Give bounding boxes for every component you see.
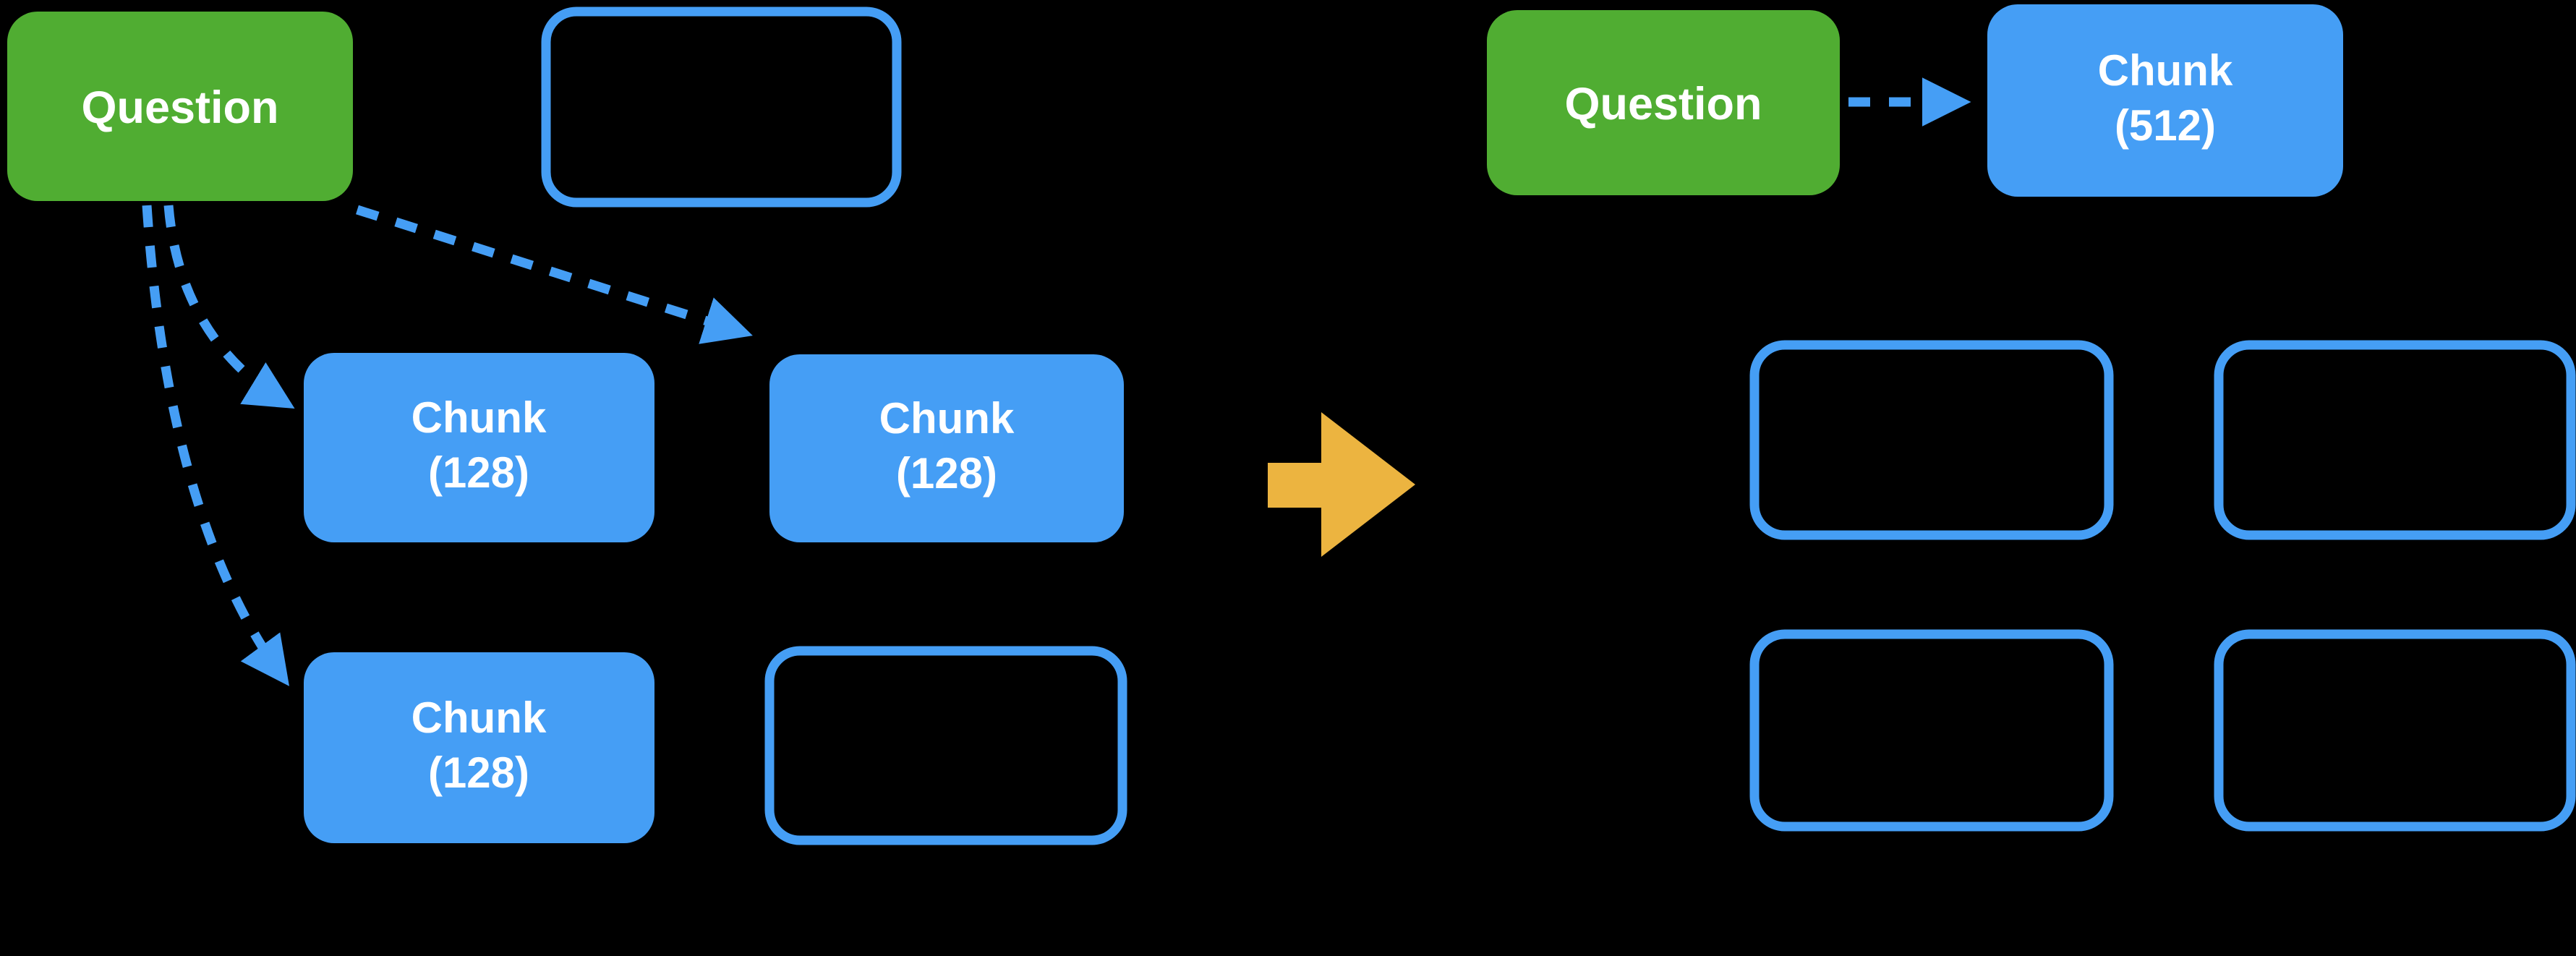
chunk-128-label-3-line2: (128)	[428, 748, 529, 797]
chunk-512-label-line2: (512)	[2115, 101, 2216, 150]
empty-chunk-outline-right-1	[1749, 340, 2114, 540]
dashed-arrow-question-to-chunk1	[163, 205, 295, 409]
question-box-right	[1487, 10, 1840, 195]
chunk-128-label-1-line2: (128)	[428, 448, 529, 497]
question-label-right: Question	[1564, 79, 1762, 129]
question-label-left: Question	[81, 82, 278, 133]
chunk-128-node-2: Chunk (128)	[769, 354, 1124, 542]
dashed-arrow-question-to-chunk2	[356, 205, 753, 344]
empty-chunk-outline-top-left	[541, 7, 902, 208]
chunk-128-node-1: Chunk (128)	[304, 353, 654, 542]
chunk-128-label-1-line1: Chunk	[411, 393, 547, 442]
chunk-128-box-1	[304, 353, 654, 542]
question-box-left	[7, 12, 353, 201]
chunk-128-node-3: Chunk (128)	[304, 652, 654, 843]
chunk-128-box-2	[769, 354, 1124, 542]
empty-chunk-outline-right-4	[2214, 629, 2576, 832]
chunk-512-node: Chunk (512)	[1987, 4, 2343, 197]
chunk-128-label-2-line2: (128)	[896, 449, 997, 498]
transform-arrow-icon	[1268, 412, 1415, 557]
chunk-128-label-2-line1: Chunk	[879, 394, 1015, 443]
chunk-128-box-3	[304, 652, 654, 843]
chunk-512-label-line1: Chunk	[2098, 46, 2233, 95]
dashed-arrow-question-to-chunk3	[142, 205, 289, 686]
chunk-128-label-3-line1: Chunk	[411, 693, 547, 742]
empty-chunk-outline-right-3	[1749, 629, 2114, 832]
empty-chunk-outline-bottom-left	[764, 646, 1127, 845]
chunk-512-box	[1987, 4, 2343, 197]
question-node-right: Question	[1487, 10, 1840, 195]
empty-chunk-outline-right-2	[2214, 340, 2576, 540]
question-node-left: Question	[7, 12, 353, 201]
